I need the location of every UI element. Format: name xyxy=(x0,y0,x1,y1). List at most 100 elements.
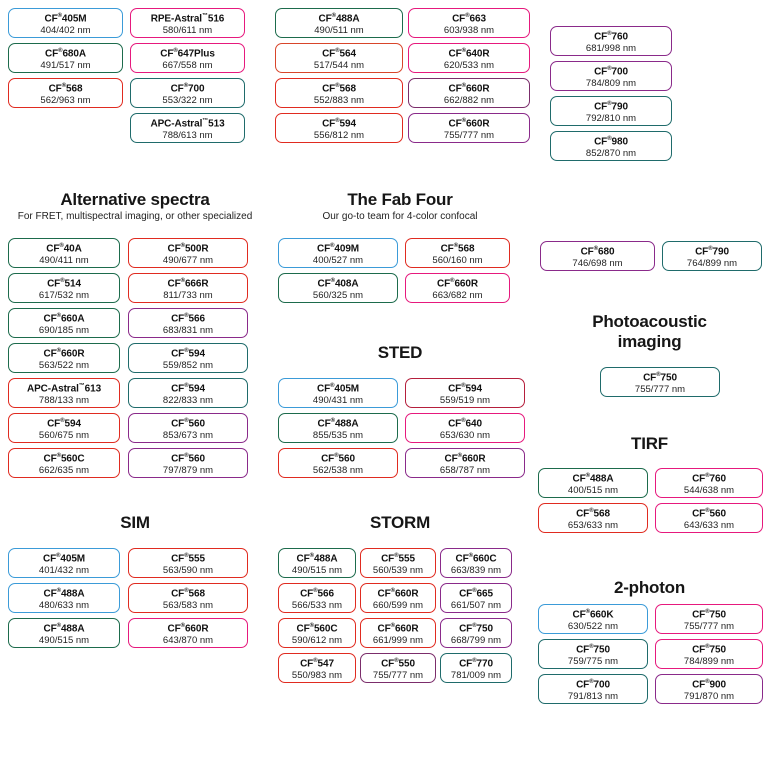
dye-spectra: 690/185 nm xyxy=(38,324,90,336)
dye-spectra: 490/515 nm xyxy=(38,634,90,646)
dye-spectra: 544/638 nm xyxy=(683,484,735,496)
dye-spectra: 552/883 nm xyxy=(313,94,365,106)
dye-spectra: 784/899 nm xyxy=(683,655,735,667)
dye-spectra: 662/882 nm xyxy=(443,94,495,106)
dye-spectra: 617/532 nm xyxy=(38,289,90,301)
dye-name: CF®560 xyxy=(171,418,205,430)
dye-spectra: 566/533 nm xyxy=(291,599,343,611)
dye-name: RPE-Astral™516 xyxy=(150,13,225,25)
dye-name: CF®408A xyxy=(317,278,359,290)
dye-spectra: 681/998 nm xyxy=(585,42,637,54)
dye-name: CF®660R xyxy=(43,348,85,360)
dye-spectra: 559/519 nm xyxy=(439,394,491,406)
dye-spectra: 562/538 nm xyxy=(312,464,364,476)
dye-name: CF®640R xyxy=(448,48,490,60)
dye-name: CF®790 xyxy=(594,101,628,113)
dye-spectra: 550/983 nm xyxy=(291,669,343,681)
dye-name: CF®760 xyxy=(692,473,726,485)
dye-name: CF®568 xyxy=(171,588,205,600)
dye-spectra: 404/402 nm xyxy=(40,24,91,36)
dye-name: CF®750 xyxy=(459,623,493,635)
dye-spectra: 755/777 nm xyxy=(634,383,686,395)
dye-name: CF®700 xyxy=(576,679,610,691)
dye-spectra: 797/879 nm xyxy=(162,464,214,476)
dye-spectra: 590/612 nm xyxy=(291,634,343,646)
